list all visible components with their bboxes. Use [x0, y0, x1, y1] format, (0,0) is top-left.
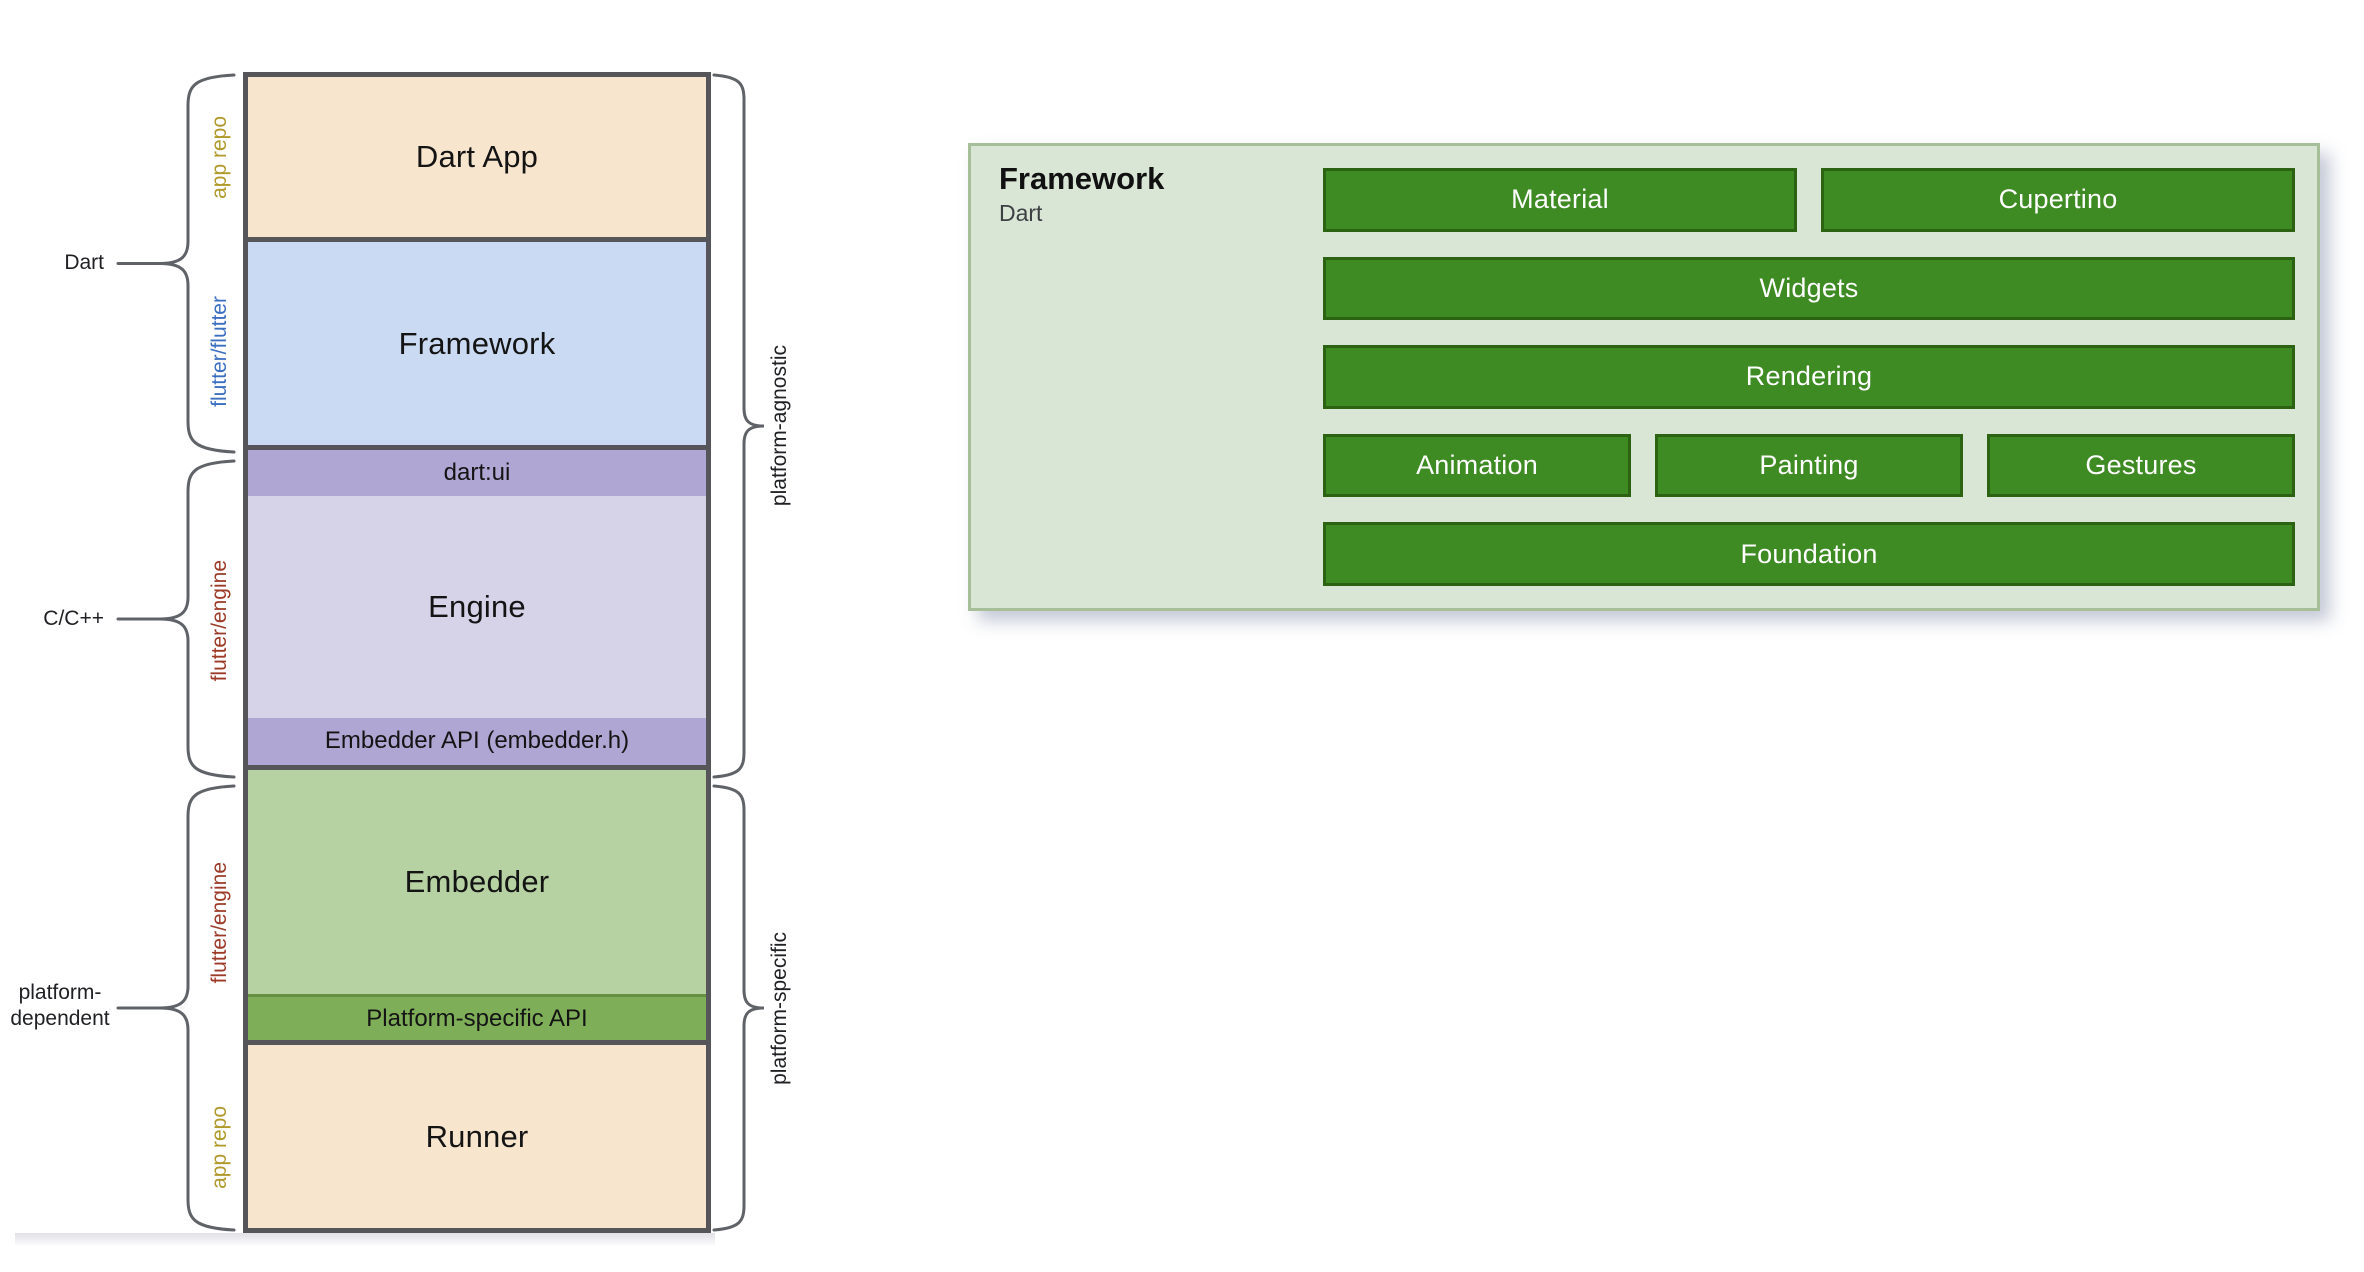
- box-animation: Animation: [1323, 433, 1631, 498]
- row-rendering: Rendering: [1323, 345, 2295, 409]
- layer-embedder: Embedder: [248, 770, 706, 995]
- box-painting: Painting: [1655, 433, 1963, 498]
- brace-platform-dependent: [116, 784, 236, 1232]
- layer-group-embedder: Embedder Platform-specific API: [248, 770, 706, 1045]
- layer-dart-ui: dart:ui: [248, 450, 706, 497]
- engine-label: Engine: [428, 589, 526, 624]
- brace-platform-specific: [712, 784, 765, 1232]
- box-gestures: Gestures: [1987, 433, 2295, 498]
- row-widgets: Widgets: [1323, 256, 2295, 321]
- platform-dependent-line2: dependent: [10, 1007, 110, 1030]
- framework-panel-title: Framework: [999, 161, 1165, 196]
- platform-specific-api-label: Platform-specific API: [366, 1004, 588, 1032]
- dart-brace-text: Dart: [64, 251, 104, 274]
- framework-panel-subtitle: Dart: [999, 200, 1043, 227]
- framework-panel: Framework Dart Material Cupertino Widget…: [968, 143, 2320, 611]
- row-animation-painting-gestures: Animation Painting Gestures: [1323, 433, 2295, 498]
- framework-panel-header: Framework Dart: [999, 160, 1164, 227]
- layer-stack: Dart App Framework dart:ui Engine Embedd…: [243, 72, 711, 1233]
- brace-label-platform-dependent: platform- dependent: [0, 978, 120, 1034]
- label-platform-specific: platform-specific: [758, 862, 802, 1154]
- box-rendering: Rendering: [1323, 345, 2295, 409]
- stack-drop-shadow: [15, 1233, 715, 1247]
- dart-ui-label: dart:ui: [443, 459, 511, 487]
- box-foundation: Foundation: [1323, 522, 2295, 586]
- embedder-label: Embedder: [404, 864, 550, 900]
- layer-framework: Framework: [248, 242, 706, 450]
- framework-label: Framework: [398, 325, 556, 361]
- brace-platform-agnostic: [712, 73, 765, 779]
- box-material: Material: [1323, 168, 1797, 232]
- layer-group-engine: dart:ui Engine Embedder API (embedder.h): [248, 450, 706, 770]
- label-platform-agnostic: platform-agnostic: [758, 280, 802, 572]
- layer-engine: Engine: [248, 496, 706, 718]
- layer-runner: Runner: [248, 1045, 706, 1228]
- box-cupertino: Cupertino: [1821, 168, 2295, 232]
- layer-dart-app: Dart App: [248, 77, 706, 242]
- platform-specific-text: platform-specific: [768, 931, 791, 1085]
- brace-label-c-cpp: C/C++: [16, 605, 104, 633]
- row-foundation: Foundation: [1323, 522, 2295, 586]
- dart-app-label: Dart App: [415, 139, 539, 174]
- platform-agnostic-text: platform-agnostic: [768, 345, 791, 507]
- embedder-api-label: Embedder API (embedder.h): [324, 727, 630, 755]
- framework-button-grid: Material Cupertino Widgets Rendering Ani…: [1323, 168, 2295, 586]
- layer-platform-specific-api: Platform-specific API: [248, 994, 706, 1040]
- brace-dart: [116, 73, 236, 454]
- runner-label: Runner: [425, 1118, 529, 1154]
- box-widgets: Widgets: [1323, 256, 2295, 321]
- layer-embedder-api: Embedder API (embedder.h): [248, 717, 706, 765]
- row-material-cupertino: Material Cupertino: [1323, 168, 2295, 232]
- brace-c-cpp: [116, 459, 236, 779]
- c-cpp-brace-text: C/C++: [43, 607, 104, 630]
- platform-dependent-line1: platform-: [18, 981, 102, 1004]
- brace-label-dart: Dart: [16, 249, 104, 277]
